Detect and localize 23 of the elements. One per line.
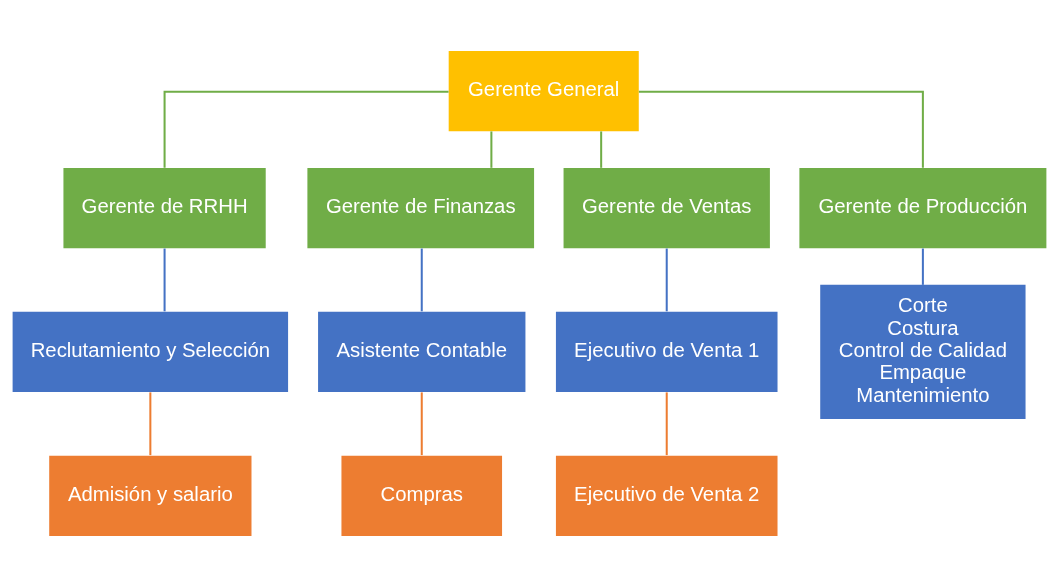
node-box: Gerente de Finanzas: [307, 167, 535, 249]
connector: [665, 248, 668, 312]
connector: [600, 131, 603, 168]
node-box: Compras: [341, 455, 503, 536]
connector: [490, 131, 493, 168]
connector: [149, 392, 152, 456]
node-box: Ejecutivo de Venta 2: [555, 455, 778, 536]
node-box: Admisión y salario: [49, 455, 252, 536]
node-box: Corte Costura Control de Calidad Empaque Mantenimiento: [820, 284, 1026, 420]
connector: [638, 90, 924, 168]
connector: [163, 248, 166, 312]
node-box: Gerente de Producción: [799, 167, 1047, 249]
node-box: Asistente Contable: [318, 311, 526, 393]
connector: [921, 248, 924, 285]
node-box: Ejecutivo de Venta 1: [555, 311, 778, 393]
connector: [665, 392, 668, 456]
connector: [163, 90, 449, 168]
node-box: Gerente de RRHH: [63, 167, 266, 249]
connector: [420, 248, 423, 312]
node-box: Reclutamiento y Selección: [12, 311, 289, 393]
node-box: Gerente General: [448, 51, 639, 132]
node-box: Gerente de Ventas: [563, 167, 770, 249]
connector: [420, 392, 423, 456]
